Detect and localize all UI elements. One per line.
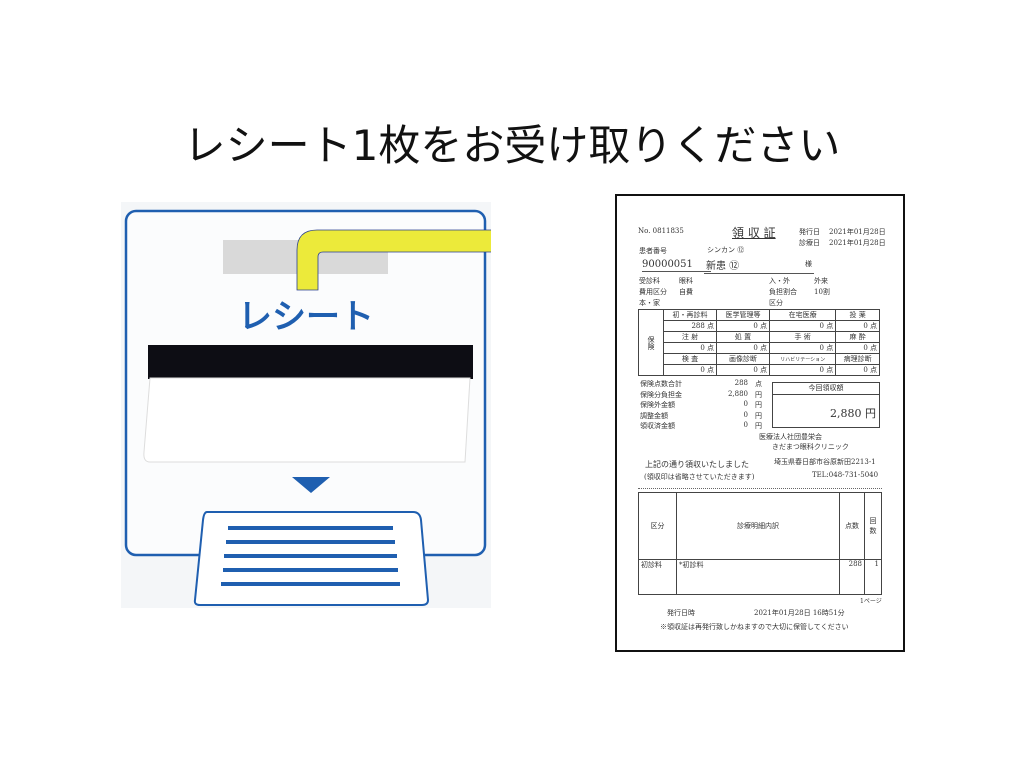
printer-svg: レシート — [124, 209, 584, 606]
receipt-document: No. 0811835 領 収 証 発行日 2021年01月28日 診療日 20… — [615, 194, 905, 652]
patient-no: 90000051 — [642, 259, 711, 272]
receipt-title: 領 収 証 — [732, 226, 776, 240]
stamp-note: (領収印は省略させていただきます) — [644, 473, 755, 481]
clinic-corp: 医療法人社団豊栄会 — [759, 433, 822, 441]
issued-label: 発行日時 — [667, 609, 695, 617]
received-text: 上記の通り領収いたしました — [645, 460, 749, 469]
receipt-label: レシート — [238, 297, 374, 337]
issued-datetime: 2021年01月28日 16時51分 — [754, 609, 845, 617]
issue-label: 発行日 — [799, 228, 820, 236]
receipt-no: No. 0811835 — [638, 227, 684, 235]
patient-name: 新患 ⑫ — [706, 261, 740, 272]
page-number: 1ページ — [860, 598, 882, 605]
down-triangle-icon — [292, 477, 330, 493]
receipt-slot — [148, 345, 473, 379]
visit-label: 診療日 — [799, 239, 820, 247]
address: 埼玉県春日部市谷原新田2213-1 — [774, 458, 876, 466]
amount-box: 今回領収額 2,880 円 — [772, 382, 880, 428]
amount-value: 2,880 円 — [830, 407, 876, 420]
receipt-printer-illustration: レシート — [121, 202, 584, 608]
tel: TEL:048-731-5040 — [812, 471, 879, 479]
visit-date: 2021年01月28日 — [829, 239, 886, 247]
clinic-name: きだまつ眼科クリニック — [772, 443, 849, 451]
instruction-title: レシート1枚をお受け取りください — [183, 121, 841, 170]
patient-no-label: 患者番号 — [639, 247, 667, 255]
patient-kana: シンカン ⑫ — [707, 246, 745, 254]
tray-lines — [221, 526, 400, 586]
issue-date: 2021年01月28日 — [829, 228, 886, 236]
reissue-note: ※領収証は再発行致しかねますので大切に保管してください — [660, 623, 849, 631]
honorific: 様 — [805, 260, 812, 268]
receipt-paper — [143, 377, 471, 463]
tray — [193, 511, 430, 606]
